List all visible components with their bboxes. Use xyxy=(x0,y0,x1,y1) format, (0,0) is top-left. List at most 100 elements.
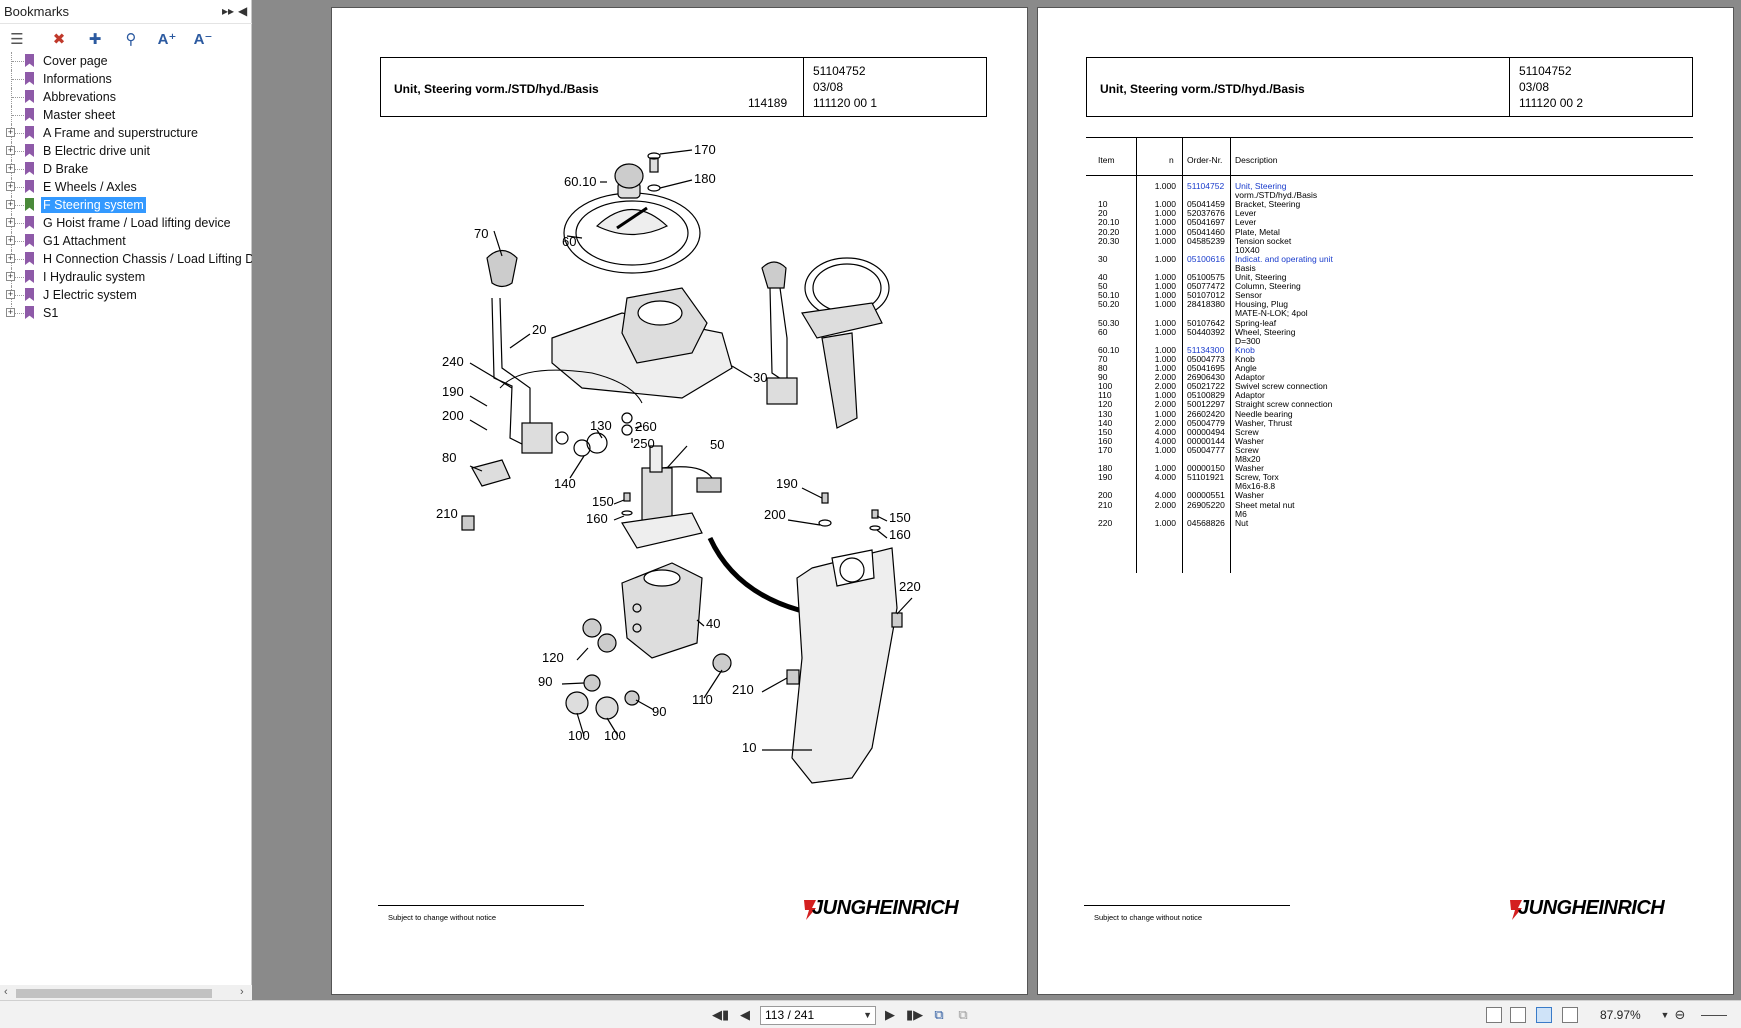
last-page-icon[interactable]: ▮▶ xyxy=(906,1007,924,1022)
next-view-icon[interactable]: ⧉ xyxy=(958,1007,968,1022)
expand-panel-icon[interactable]: ▸▸ xyxy=(222,4,235,18)
previous-page-icon[interactable]: ◀ xyxy=(740,1007,750,1022)
cell-order: 04568826 xyxy=(1187,517,1225,528)
bookmark-frame-superstructure[interactable]: +A Frame and superstructure xyxy=(6,124,198,142)
cell-desc: Washer xyxy=(1235,490,1264,501)
bookmark-electric-drive-unit[interactable]: +B Electric drive unit xyxy=(6,142,150,160)
document-view[interactable]: Unit, Steering vorm./STD/hyd./Basis 1141… xyxy=(252,0,1741,1000)
expand-icon[interactable]: + xyxy=(6,181,15,191)
bookmark-wheels-axles[interactable]: +E Wheels / Axles xyxy=(6,178,137,196)
cell-order: 52037676 xyxy=(1187,208,1225,219)
continuous-view-icon[interactable] xyxy=(1510,1007,1526,1023)
page-number-input[interactable]: 113 / 241 ▼ xyxy=(760,1006,876,1025)
cell-item: 70 xyxy=(1098,353,1108,364)
cell-item: 90 xyxy=(1098,372,1108,383)
cell-n: 4.000 xyxy=(1154,490,1176,501)
continuous-facing-view-icon[interactable] xyxy=(1562,1007,1578,1023)
find-bookmark-icon[interactable]: ⚲ xyxy=(125,31,137,48)
expand-icon[interactable]: + xyxy=(6,289,15,299)
callout-50: 50 xyxy=(710,437,724,452)
facing-view-icon[interactable] xyxy=(1536,1007,1552,1023)
delete-bookmark-icon[interactable]: ✖ xyxy=(52,31,66,48)
callout-90: 90 xyxy=(538,674,552,689)
expand-icon[interactable]: + xyxy=(6,307,15,317)
bookmark-icon xyxy=(25,162,34,175)
zoom-level[interactable]: 87.97% xyxy=(1600,1008,1641,1022)
expand-icon[interactable]: + xyxy=(6,145,15,155)
decrease-font-icon[interactable]: A⁻ xyxy=(193,31,213,48)
first-page-icon[interactable]: ◀▮ xyxy=(712,1007,730,1022)
single-page-view-icon[interactable] xyxy=(1486,1007,1502,1023)
expand-icon[interactable]: + xyxy=(6,163,15,173)
zoom-dropdown-icon[interactable]: ▼ xyxy=(1660,1010,1670,1020)
cell-desc: Nut xyxy=(1235,517,1249,528)
scroll-left-icon[interactable]: ‹ xyxy=(4,986,8,998)
increase-font-icon[interactable]: A⁺ xyxy=(157,31,177,48)
cell-n: 2.000 xyxy=(1154,372,1176,383)
next-page-icon[interactable]: ▶ xyxy=(885,1007,895,1022)
bookmark-connection-chassis[interactable]: +H Connection Chassis / Load Lifting De xyxy=(6,250,262,268)
bookmark-s1[interactable]: +S1 xyxy=(6,304,59,320)
cell-n: 2.000 xyxy=(1154,499,1176,510)
scrollbar-thumb[interactable] xyxy=(16,989,212,998)
zoom-out-icon[interactable]: ⊖ xyxy=(1674,1007,1686,1022)
bookmark-brake[interactable]: +D Brake xyxy=(6,160,89,178)
bookmark-master-sheet[interactable]: Master sheet xyxy=(0,106,252,124)
cell-n: 1.000 xyxy=(1154,444,1176,455)
collapse-panel-icon[interactable]: ◀ xyxy=(238,4,248,18)
cell-desc: Bracket, Steering xyxy=(1235,199,1301,210)
title-block: Unit, Steering vorm./STD/hyd./Basis 5110… xyxy=(1086,57,1693,117)
callout-160b: 160 xyxy=(889,527,911,542)
cell-desc: Screw xyxy=(1235,426,1259,437)
expand-icon[interactable]: + xyxy=(6,271,15,281)
bookmark-icon xyxy=(25,216,34,229)
exploded-view-drawing: 170 180 60.10 60 70 20 30 240 190 200 13… xyxy=(436,142,921,784)
revision-date: 03/08 xyxy=(813,80,844,94)
expand-icon[interactable]: + xyxy=(6,253,15,263)
cell-n: 1.000 xyxy=(1154,199,1176,210)
table-row: MATE-N-LOK; 4pol xyxy=(1086,308,1693,318)
cell-item: 20.10 xyxy=(1098,217,1120,228)
cell-order: 26905220 xyxy=(1187,499,1225,510)
previous-view-icon[interactable]: ⧉ xyxy=(934,1007,944,1022)
scroll-right-icon[interactable]: › xyxy=(240,986,244,998)
bookmark-abbrevations[interactable]: Abbrevations xyxy=(0,88,252,106)
cell-order: 05077472 xyxy=(1187,281,1225,292)
cell-item: 150 xyxy=(1098,426,1113,437)
bookmark-hoist-frame[interactable]: +G Hoist frame / Load lifting device xyxy=(6,214,231,232)
cell-n: 1.000 xyxy=(1154,344,1176,355)
cell-n: 1.000 xyxy=(1154,408,1176,419)
bookmark-electric-system[interactable]: +J Electric system xyxy=(6,286,137,304)
expand-icon[interactable]: + xyxy=(6,217,15,227)
bookmarks-toolbar: ☰ ✖ ✚ ⚲ A⁺ A⁻ xyxy=(0,26,252,52)
bookmark-cover-page[interactable]: Cover page xyxy=(0,52,252,70)
page-left: Unit, Steering vorm./STD/hyd./Basis 1141… xyxy=(331,7,1028,995)
bookmarks-header: Bookmarks ▸▸ ◀ xyxy=(0,0,252,24)
expand-icon[interactable]: + xyxy=(6,235,15,245)
bookmark-icon xyxy=(25,72,34,85)
expand-icon[interactable]: + xyxy=(6,127,15,137)
expand-icon[interactable]: + xyxy=(6,199,15,209)
add-bookmark-icon[interactable]: ✚ xyxy=(88,31,102,48)
bookmark-icon xyxy=(25,270,34,283)
bookmark-options-icon[interactable]: ☰ xyxy=(10,31,24,48)
zoom-slider[interactable]: —— xyxy=(1701,1007,1727,1022)
bookmark-attachment[interactable]: +G1 Attachment xyxy=(6,232,126,250)
cell-order: 00000494 xyxy=(1187,426,1225,437)
callout-200b: 200 xyxy=(764,507,786,522)
sidebar-horizontal-scrollbar[interactable]: ‹ › xyxy=(0,985,252,1000)
chevron-down-icon[interactable]: ▼ xyxy=(863,1010,872,1020)
bookmark-hydraulic-system[interactable]: +I Hydraulic system xyxy=(6,268,146,286)
cell-item: 20.30 xyxy=(1098,235,1120,246)
bookmark-steering-system[interactable]: +F Steering system xyxy=(6,196,146,214)
bookmark-informations[interactable]: Informations xyxy=(0,70,252,88)
bottom-toolbar: ◀▮ ◀ 113 / 241 ▼ ▶ ▮▶ ⧉ ⧉ 87.97% ▼ ⊖ —— xyxy=(0,1000,1741,1028)
cell-item: 10 xyxy=(1098,199,1108,210)
callout-100b: 100 xyxy=(604,728,626,743)
cell-desc: Angle xyxy=(1235,363,1257,373)
